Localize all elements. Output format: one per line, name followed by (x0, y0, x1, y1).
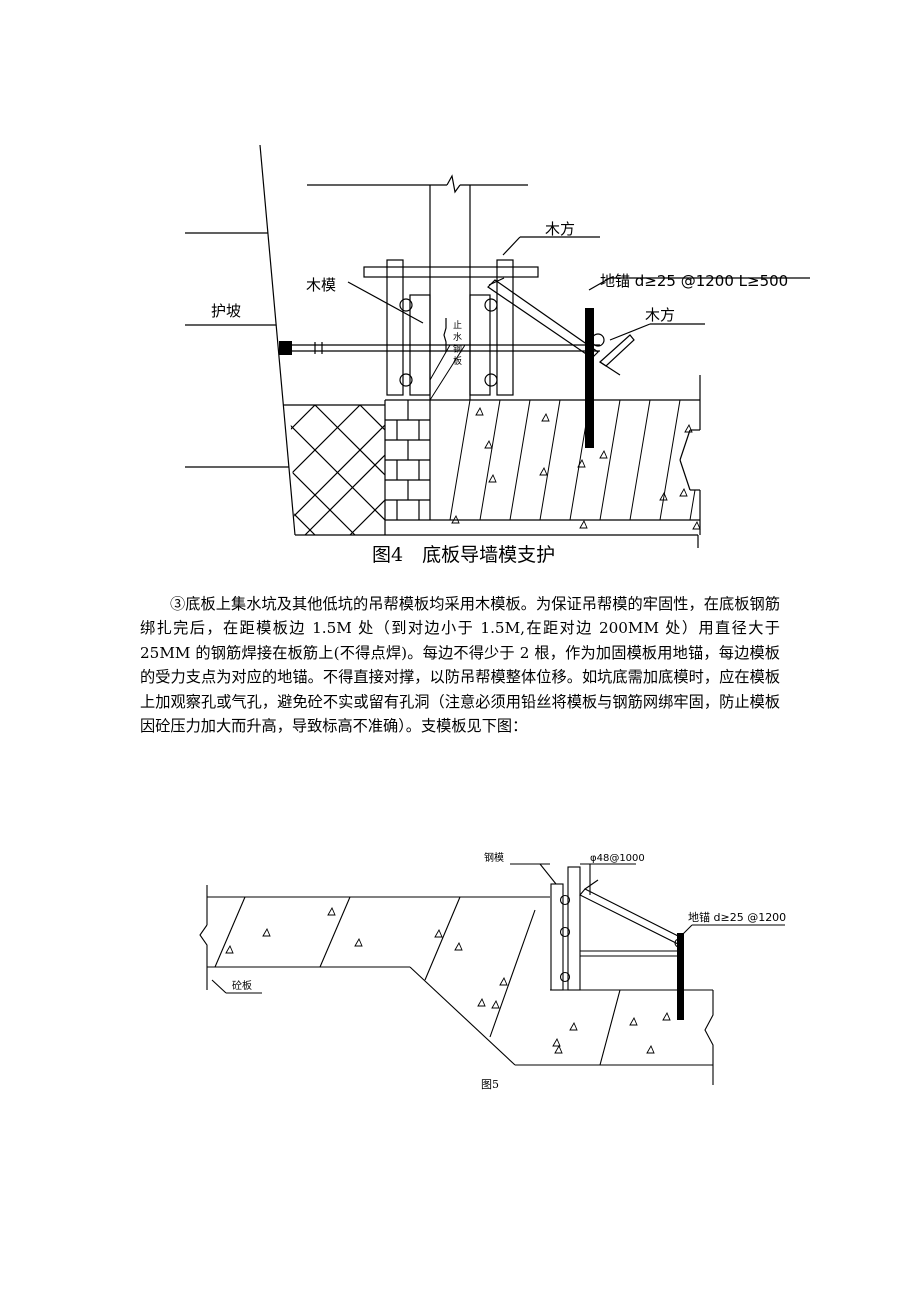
label-mufang-right: 木方 (645, 306, 675, 324)
figure-4-drawing: 木方 地锚 d≥25 @1200 L≥500 木方 木模 护坡 止 水 钢 板 … (185, 144, 810, 566)
label-mumo: 木模 (306, 276, 336, 294)
label-zhishui-2: 水 (453, 331, 462, 343)
figure-5-caption: 图5 (481, 1078, 499, 1091)
label-hupo: 护坡 (211, 302, 241, 320)
figure-5-drawing: 钢模 φ48@1000 地锚 d≥25 @1200 砼板 图5 (199, 851, 786, 1091)
anchor-bar (585, 308, 594, 448)
label-zhishui-3: 钢 (453, 343, 462, 355)
label-phi: φ48@1000 (590, 853, 645, 864)
label-dimao-5: 地锚 d≥25 @1200 (688, 910, 786, 924)
label-mufang-top: 木方 (545, 220, 575, 238)
label-gangmo: 钢模 (484, 851, 504, 864)
label-dimao: 地锚 d≥25 @1200 L≥500 (600, 272, 788, 290)
label-zhishui-4: 板 (453, 355, 462, 367)
figure-4: 木方 地锚 d≥25 @1200 L≥500 木方 木模 护坡 止 水 钢 板 … (0, 130, 920, 570)
figure-5: 钢模 φ48@1000 地锚 d≥25 @1200 砼板 图5 (0, 840, 920, 1110)
body-paragraph: ③底板上集水坑及其他低坑的吊帮模板均采用木模板。为保证吊帮模的牢固性，在底板钢筋… (140, 595, 780, 736)
label-zhishui-1: 止 (453, 319, 462, 331)
anchor-plate (279, 341, 292, 355)
label-tongban: 砼板 (232, 979, 252, 992)
anchor-bar-5 (677, 933, 684, 1020)
figure-4-caption: 图4 底板导墙模支护 (372, 544, 555, 566)
